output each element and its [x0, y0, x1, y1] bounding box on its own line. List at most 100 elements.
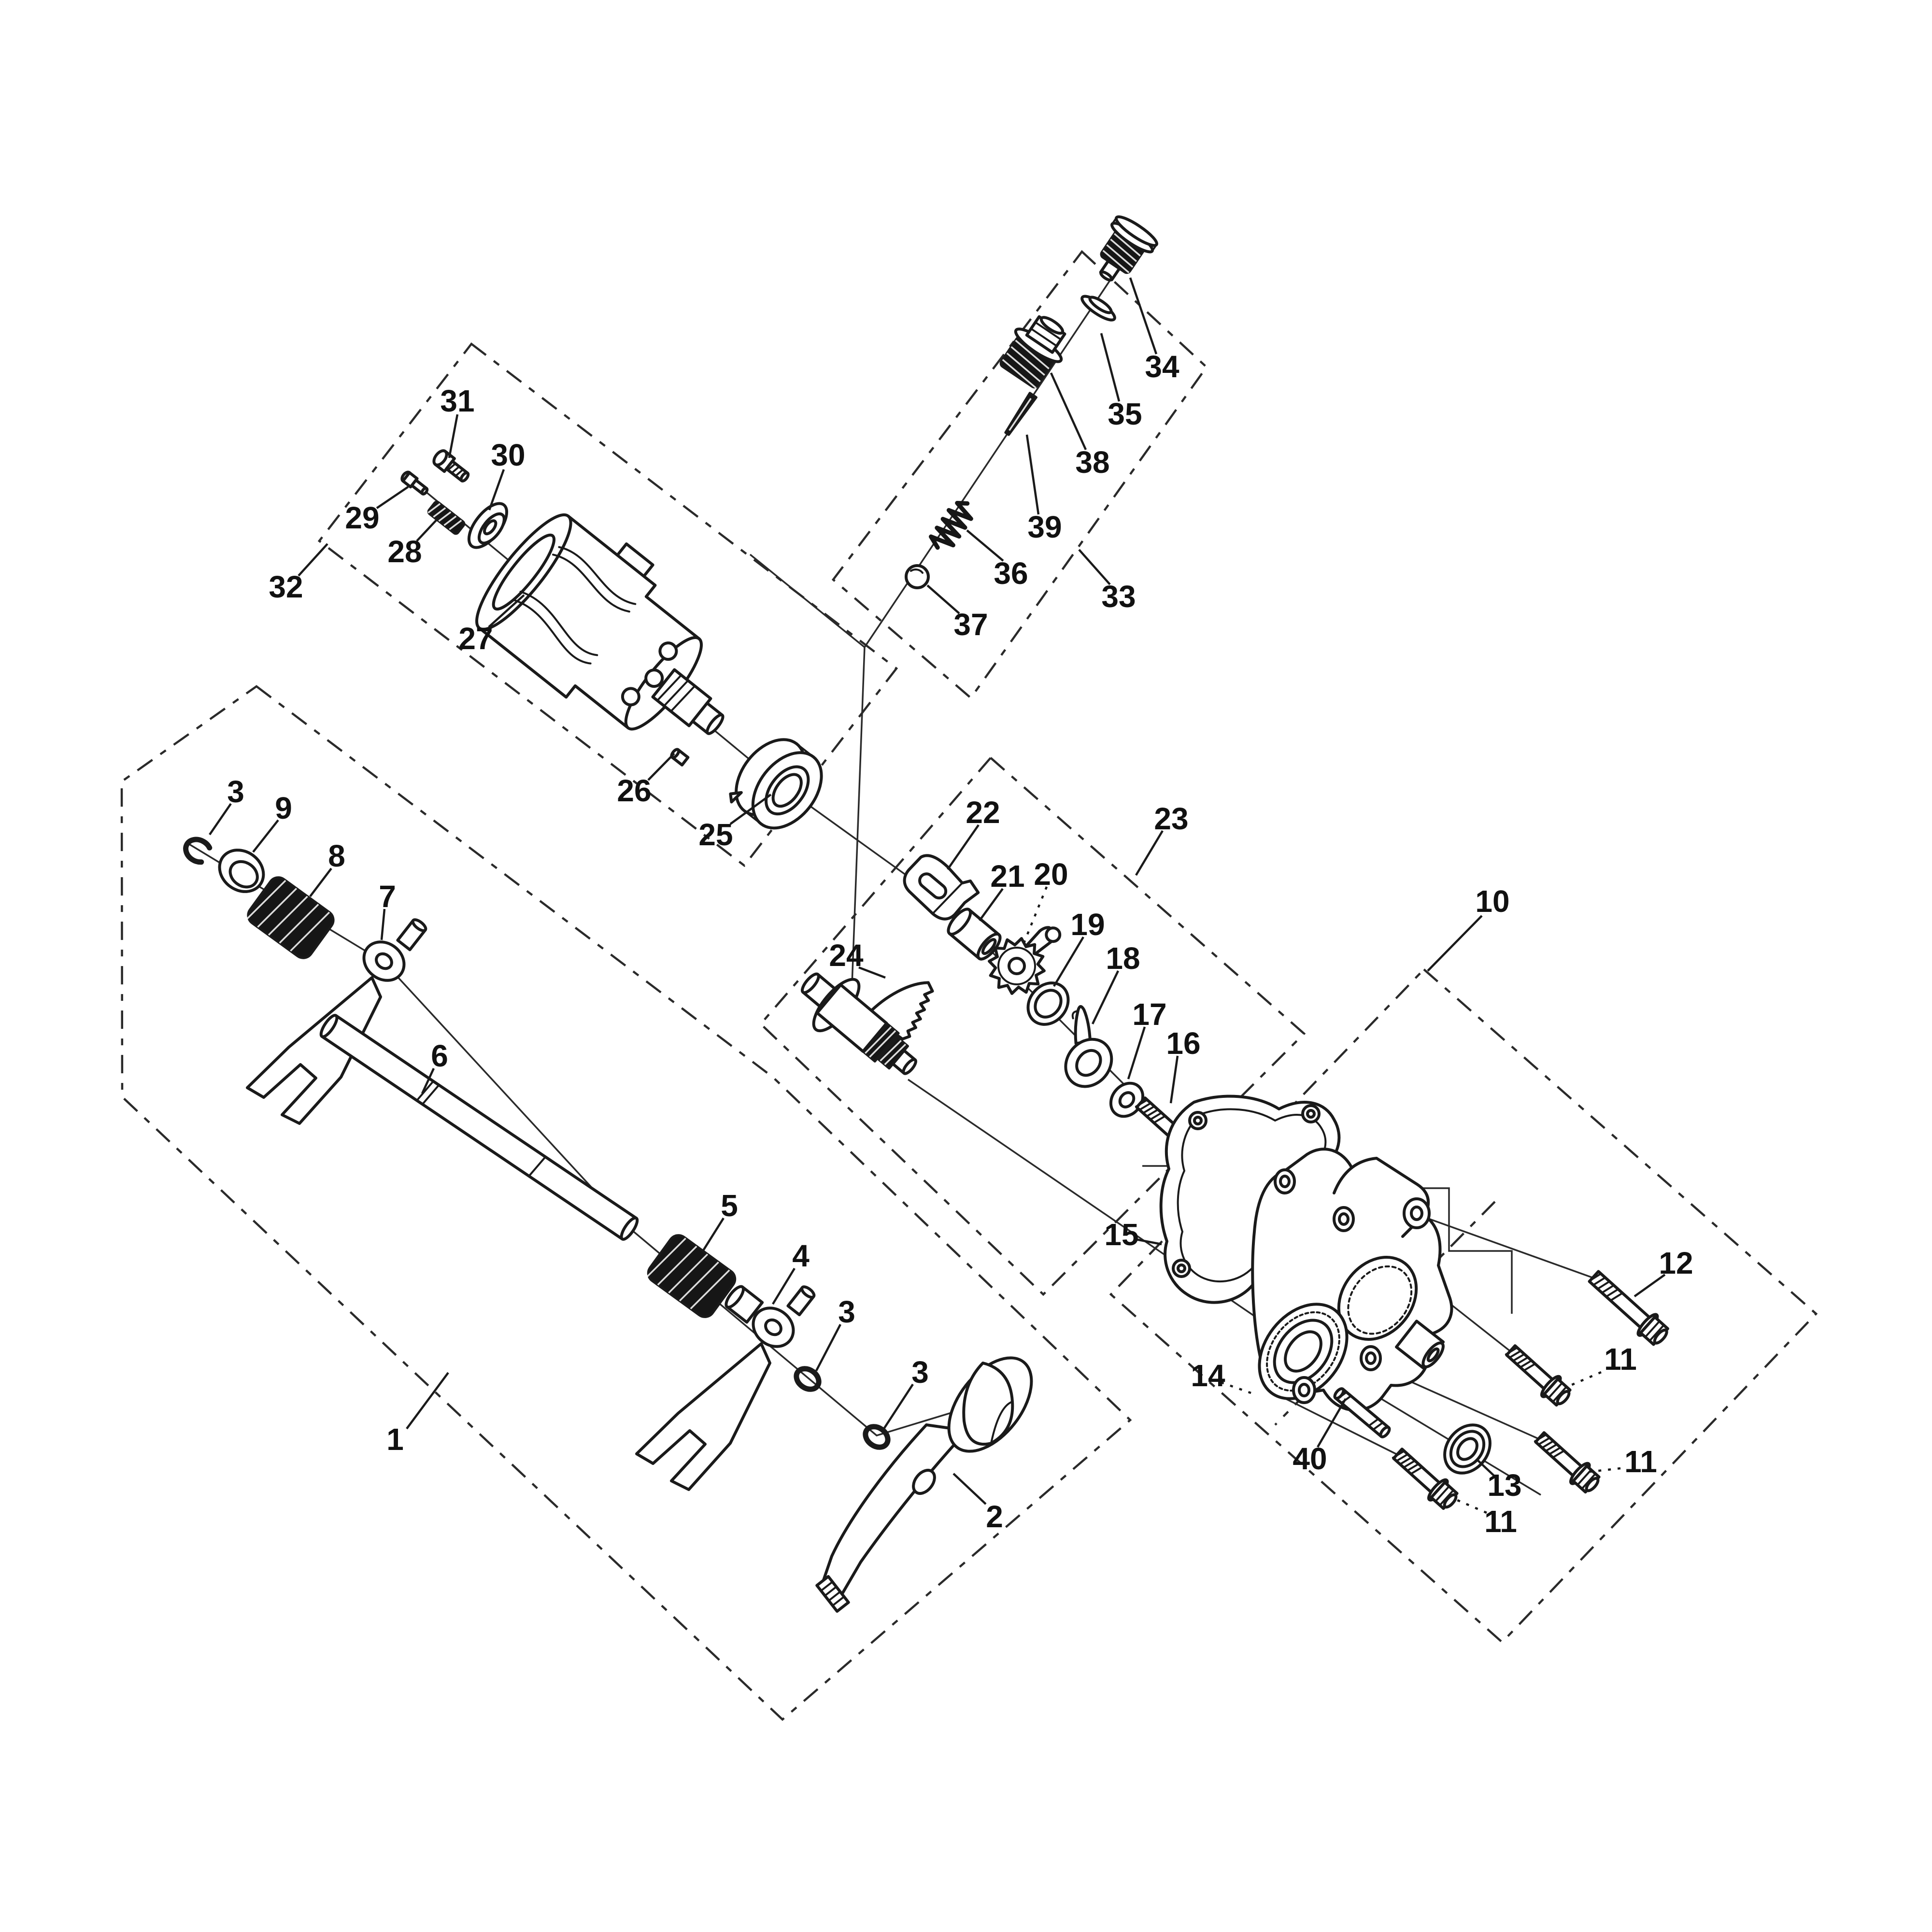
leader-line-2 — [952, 1473, 987, 1505]
axis-line-4 — [850, 647, 866, 1011]
shift-fork-4 — [635, 1285, 816, 1491]
part-number-4: 4 — [792, 1238, 810, 1273]
leader-line-29 — [376, 486, 409, 509]
extra-dashed-line-1 — [1274, 1201, 1496, 1426]
leader-line-34 — [1129, 277, 1158, 355]
part-number-3: 3 — [911, 1355, 929, 1390]
detent-ball-37 — [905, 564, 930, 589]
part-number-19: 19 — [1070, 907, 1105, 942]
leader-line-36 — [966, 529, 1004, 562]
group-box-1 — [120, 685, 1132, 1721]
bolt-31 — [432, 449, 470, 483]
leader-line-11 — [1452, 1497, 1487, 1514]
part-number-27: 27 — [458, 621, 493, 656]
leader-line-15 — [1136, 1238, 1162, 1246]
part-number-34: 34 — [1145, 349, 1179, 384]
screw-pin-29 — [400, 470, 429, 496]
axis-line-3 — [749, 554, 866, 648]
spring-28 — [427, 500, 466, 535]
leader-line-19 — [1053, 936, 1084, 987]
part-number-21: 21 — [990, 859, 1024, 894]
part-number-3: 3 — [838, 1294, 855, 1329]
leader-line-20 — [1021, 886, 1048, 948]
part-number-32: 32 — [269, 569, 303, 604]
part-number-26: 26 — [617, 773, 651, 808]
part-number-20: 20 — [1034, 857, 1068, 892]
part-number-37: 37 — [953, 607, 988, 642]
leader-line-6 — [421, 1068, 435, 1094]
shift-cover-14 — [1251, 1148, 1453, 1412]
part-number-callouts: 1233345678910111111121314151617181920212… — [209, 277, 1693, 1539]
part-number-15: 15 — [1104, 1217, 1138, 1252]
leader-line-3 — [883, 1383, 914, 1430]
group-box-23 — [759, 756, 1306, 1296]
leader-line-16 — [1169, 1055, 1179, 1104]
part-number-11: 11 — [1624, 1444, 1657, 1479]
part-number-3: 3 — [227, 774, 244, 809]
leader-line-4 — [772, 1267, 796, 1305]
leader-line-13 — [1476, 1459, 1495, 1477]
leader-line-27 — [488, 594, 525, 628]
leader-line-25 — [729, 794, 772, 825]
leader-line-40 — [1317, 1398, 1347, 1448]
leader-line-3 — [209, 803, 232, 836]
collar-21 — [947, 908, 1002, 961]
part-number-22: 22 — [966, 795, 1000, 830]
leader-line-39 — [1025, 434, 1040, 515]
part-number-38: 38 — [1075, 445, 1109, 480]
shift-cam-24 — [801, 972, 934, 1075]
group-box-10 — [1109, 967, 1818, 1644]
part-number-11: 11 — [1604, 1342, 1637, 1377]
part-number-17: 17 — [1132, 997, 1166, 1032]
dowel-pin-26 — [670, 748, 690, 767]
part-number-29: 29 — [345, 500, 379, 535]
part-number-7: 7 — [379, 879, 396, 914]
leader-line-38 — [1050, 372, 1087, 450]
leader-line-37 — [926, 584, 960, 614]
part-number-10: 10 — [1475, 884, 1509, 919]
part-number-33: 33 — [1101, 579, 1136, 614]
part-number-16: 16 — [1166, 1026, 1200, 1061]
washer-17 — [1109, 1081, 1145, 1118]
leader-line-5 — [701, 1217, 724, 1253]
part-number-23: 23 — [1154, 801, 1188, 836]
fork-shaft-6 — [319, 1014, 639, 1241]
part-number-18: 18 — [1106, 941, 1140, 976]
leader-line-9 — [252, 819, 279, 853]
leader-line-28 — [416, 517, 440, 542]
bolt-11 — [1530, 1427, 1603, 1496]
part-number-25: 25 — [698, 817, 733, 852]
leader-line-11 — [1570, 1371, 1602, 1387]
part-number-28: 28 — [387, 534, 422, 569]
washer-35 — [1080, 295, 1116, 322]
leader-line-3 — [815, 1323, 841, 1372]
axis-line-7 — [1417, 1214, 1597, 1280]
collar-ring-9 — [218, 849, 265, 893]
leader-line-12 — [1634, 1274, 1666, 1297]
part-number-2: 2 — [986, 1499, 1003, 1534]
ring-19 — [1026, 981, 1070, 1026]
leader-line-31 — [448, 414, 459, 458]
part-number-8: 8 — [328, 838, 345, 873]
group-box-32 — [317, 342, 898, 867]
leader-line-1 — [406, 1372, 449, 1430]
part-number-39: 39 — [1027, 510, 1062, 544]
part-number-9: 9 — [275, 791, 292, 825]
leader-line-21 — [979, 888, 1004, 922]
part-number-1: 1 — [386, 1422, 404, 1457]
part-number-24: 24 — [829, 938, 864, 973]
stopper-arm-18 — [1064, 1005, 1113, 1088]
leader-line-33 — [1078, 549, 1111, 585]
leader-line-18 — [1091, 970, 1120, 1024]
bolt-12 — [1588, 1270, 1669, 1346]
part-number-13: 13 — [1487, 1468, 1521, 1503]
stud-40 — [1333, 1387, 1391, 1438]
leader-line-23 — [1135, 830, 1164, 876]
cap-bolt-34 — [1099, 215, 1158, 282]
detent-plug-38 — [999, 315, 1066, 389]
part-number-5: 5 — [721, 1188, 738, 1223]
circlip-3 — [183, 837, 213, 865]
spring-5 — [646, 1234, 737, 1318]
